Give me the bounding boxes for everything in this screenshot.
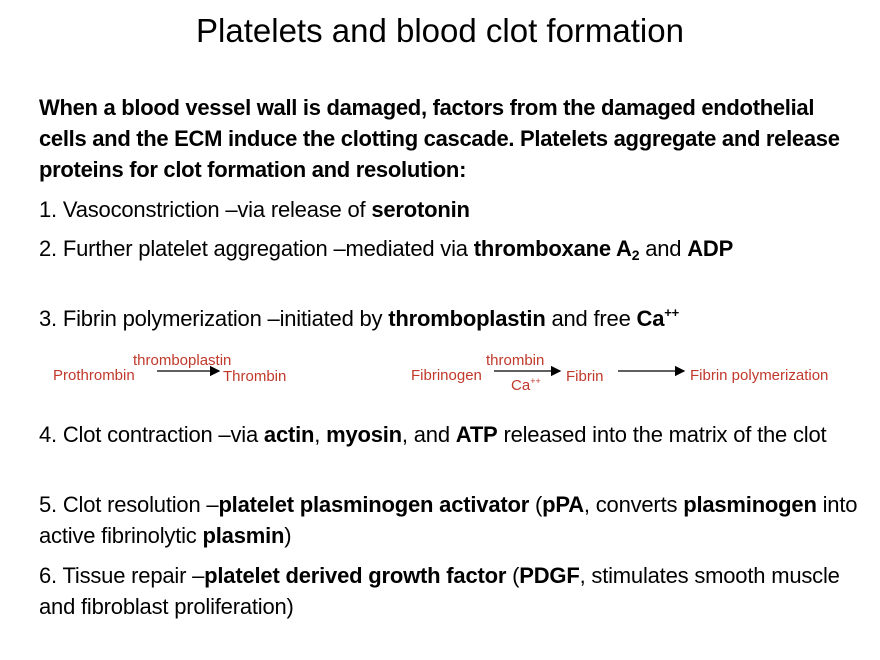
item-text: , <box>314 422 327 447</box>
reaction-product-thrombin: Thrombin <box>223 368 287 385</box>
item-bold-term: plasmin <box>202 523 285 548</box>
list-item-3: 3. Fibrin polymerization –initiated by t… <box>39 303 859 334</box>
item-text: , converts <box>583 492 684 517</box>
reaction-enzyme-thromboplastin: thromboplastin <box>133 352 232 369</box>
list-item-1: 1. Vasoconstriction –via release of sero… <box>39 194 859 225</box>
list-item-6: 6. Tissue repair –platelet derived growt… <box>39 560 859 622</box>
item-text: ) <box>284 523 292 548</box>
item-bold-term: Ca <box>636 306 665 331</box>
list-item-2: 2. Further platelet aggregation –mediate… <box>39 233 859 264</box>
item-text: 6. Tissue repair – <box>39 563 205 588</box>
item-text: 2. Further platelet aggregation –mediate… <box>39 236 474 261</box>
item-bold-term: myosin <box>326 422 402 447</box>
item-bold-term: ADP <box>687 236 734 261</box>
superscript: ++ <box>664 305 680 320</box>
reaction-cofactor-calcium: Ca++ <box>511 377 541 395</box>
item-text: into active fibrinolytic <box>39 492 858 548</box>
item-text: 3. Fibrin polymerization –initiated by <box>39 306 389 331</box>
item-text: released into the matrix of the clot <box>497 422 827 447</box>
reaction-enzyme-thrombin: thrombin <box>486 352 545 369</box>
cofactor-symbol: Ca <box>511 377 531 394</box>
item-text: , and <box>401 422 456 447</box>
slide-title: Platelets and blood clot formation <box>196 12 684 49</box>
item-bold-term: thromboplastin <box>388 306 546 331</box>
item-text: , stimulates smooth muscle and fibroblas… <box>39 563 840 619</box>
item-bold-term: ATP <box>455 422 498 447</box>
item-text: ( <box>529 492 543 517</box>
item-text: and free <box>545 306 637 331</box>
list-item-4: 4. Clot contraction –via actin, myosin, … <box>39 419 859 450</box>
cofactor-charge: ++ <box>530 376 541 386</box>
item-bold-term: platelet derived growth factor <box>204 563 507 588</box>
item-bold-term: thromboxane A <box>473 236 632 261</box>
item-bold-term: actin <box>263 422 315 447</box>
item-bold-term: PDGF <box>519 563 580 588</box>
reaction-substrate-fibrinogen: Fibrinogen <box>411 367 482 384</box>
item-bold-term: pPA <box>542 492 584 517</box>
intro-paragraph: When a blood vessel wall is damaged, fac… <box>39 95 840 182</box>
reaction-substrate-prothrombin: Prothrombin <box>53 367 135 384</box>
item-bold-term: platelet plasminogen activator <box>218 492 530 517</box>
item-text: 5. Clot resolution – <box>39 492 219 517</box>
item-text: 4. Clot contraction –via <box>39 422 264 447</box>
reaction-product-fibrin: Fibrin <box>566 368 604 385</box>
list-item-5: 5. Clot resolution –platelet plasminogen… <box>39 489 859 551</box>
item-text: 1. Vasoconstriction –via release of <box>39 197 372 222</box>
item-bold-term: serotonin <box>371 197 470 222</box>
reaction-result-fibrin-polymerization: Fibrin polymerization <box>690 367 829 384</box>
subscript: 2 <box>631 247 640 263</box>
item-bold-term: plasminogen <box>683 492 817 517</box>
item-text: ( <box>506 563 520 588</box>
item-text: and <box>639 236 688 261</box>
